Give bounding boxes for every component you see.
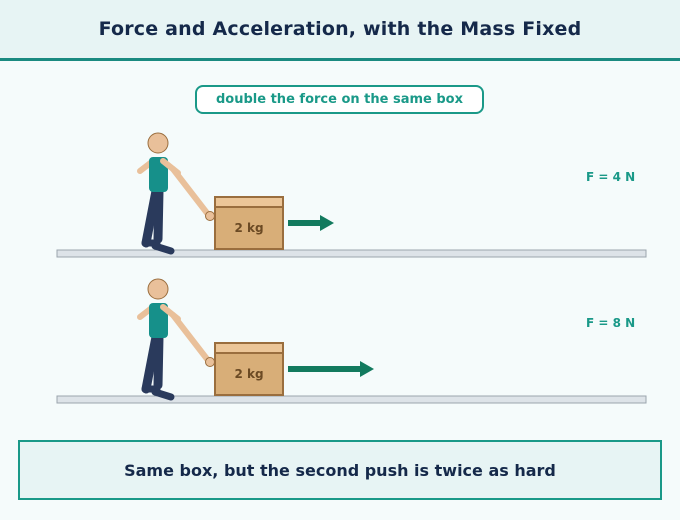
head (147, 132, 169, 154)
head (147, 278, 169, 300)
hand (205, 357, 215, 367)
force-arrow (288, 215, 334, 231)
front-foot (151, 242, 175, 255)
force-arrow-head (320, 215, 334, 231)
front-arm (170, 312, 210, 362)
person-figure (137, 278, 215, 401)
force-arrow (288, 361, 374, 377)
force-label: F = 4 N (586, 170, 636, 184)
scene-1: 2 kg F = 4 N (0, 125, 680, 265)
force-arrow-shaft (288, 220, 322, 226)
scene-2-drawing (56, 278, 647, 404)
caption-text: Same box, but the second push is twice a… (124, 460, 556, 480)
person-figure (137, 132, 215, 255)
caption-box: Same box, but the second push is twice a… (18, 440, 662, 500)
box-2kg (214, 196, 284, 250)
front-leg (153, 332, 164, 390)
torso (149, 303, 168, 338)
front-arm (170, 166, 210, 216)
header-bar: Force and Acceleration, with the Mass Fi… (0, 0, 680, 61)
ground-line (56, 395, 647, 404)
box-label: 2 kg (234, 221, 264, 235)
box-2kg (214, 342, 284, 396)
front-leg (153, 186, 164, 244)
front-foot (151, 388, 175, 401)
hand (205, 211, 215, 221)
force-label: F = 8 N (586, 316, 636, 330)
page-title: Force and Acceleration, with the Mass Fi… (98, 18, 582, 40)
ground-line (56, 249, 647, 258)
box-label: 2 kg (234, 367, 264, 381)
subtitle-text: double the force on the same box (216, 92, 463, 107)
scene-2: 2 kg F = 8 N (0, 271, 680, 411)
force-arrow-shaft (288, 366, 362, 372)
subtitle-pill: double the force on the same box (195, 85, 484, 114)
torso (149, 157, 168, 192)
scene-1-drawing (56, 132, 647, 258)
force-arrow-head (360, 361, 374, 377)
